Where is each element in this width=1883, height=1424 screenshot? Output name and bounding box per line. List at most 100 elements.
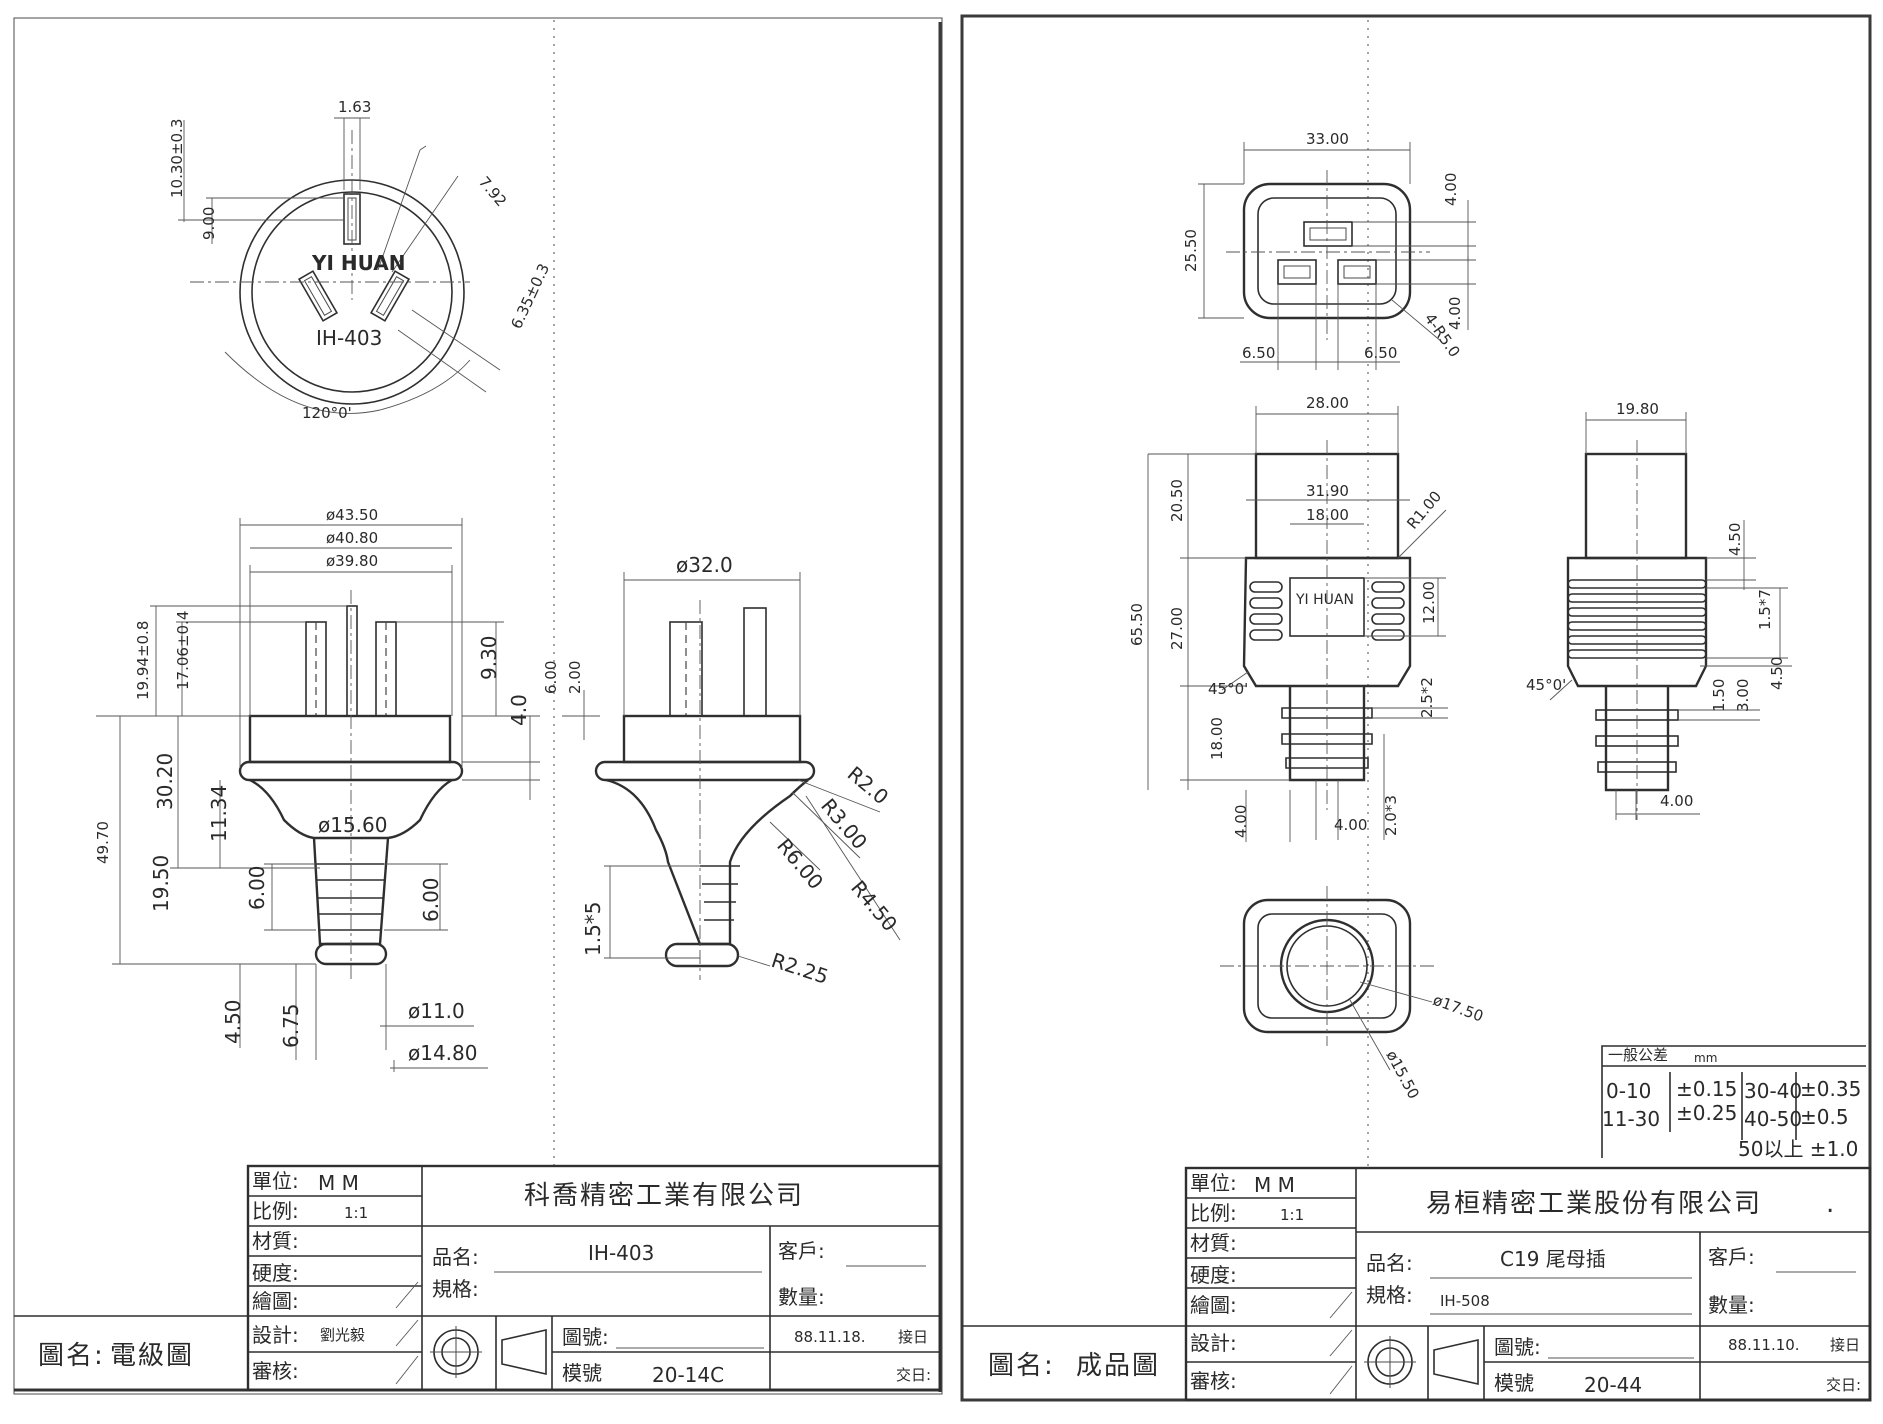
dim-label: 12.00 [1420, 581, 1438, 624]
face-marking-brand: YI HUAN [311, 251, 405, 275]
dim-label: 45°0' [1208, 680, 1248, 698]
dim-label: 6.50 [1364, 344, 1397, 362]
dim-label: 2.5*2 [1418, 677, 1436, 718]
tb-company: 科喬精密工業有限公司 [524, 1181, 804, 1211]
front-flange [238, 760, 464, 782]
dim-label: 17.06±0.4 [174, 611, 192, 690]
side-grip-ribs [700, 865, 740, 921]
tb-unit-value: M M [1254, 1173, 1295, 1197]
dim-label: 28.00 [1306, 394, 1349, 412]
dim-label: ø39.80 [326, 552, 378, 570]
projection-symbol-cone [1433, 1338, 1479, 1386]
dim-label: 6.75 [279, 1003, 303, 1048]
dim-label: 4.50 [1768, 657, 1786, 690]
tb-spec-label: 規格: [1366, 1283, 1413, 1307]
dim-label: 30.20 [153, 753, 177, 810]
dim-label: 4.50 [1726, 523, 1744, 556]
dim-label: ø40.80 [326, 529, 378, 547]
tb-mold-no-label: 模號 [1494, 1371, 1534, 1395]
front-pin-center [346, 605, 358, 717]
tolerance-table: 一般公差 mm 0-10 ±0.15 30-40 ±0.35 11-30 ±0.… [1601, 1045, 1866, 1161]
right-front-view: YI HUAN 28.00 [1128, 394, 1448, 842]
tb-unit-label: 單位: [1190, 1171, 1237, 1195]
dim-label: 1.5*5 [581, 901, 605, 956]
dim-label: R2.0 [843, 761, 893, 809]
tol-cell: 30-40 [1744, 1079, 1802, 1103]
dim-label: R6.00 [772, 834, 828, 894]
c19-front-right-ribs [1371, 581, 1405, 641]
side-body [622, 714, 802, 764]
projection-symbol-cone [501, 1328, 547, 1376]
c19-front-tail [1288, 686, 1366, 782]
dim-label: 20.50 [1168, 479, 1186, 522]
tb-quantity-label: 數量: [1708, 1293, 1755, 1317]
dim-label: 4.00 [1660, 792, 1693, 810]
tol-title: 一般公差 [1608, 1046, 1668, 1064]
dim-label: 10.30±0.3 [168, 119, 186, 198]
tb-product-value: C19 尾母插 [1500, 1247, 1606, 1271]
dim-label: ø15.50 [1382, 1047, 1422, 1101]
tb-scale-label: 比例: [1190, 1201, 1237, 1225]
tb-scale-value: 1:1 [344, 1204, 368, 1222]
dim-label: 3.00 [1734, 679, 1752, 712]
dim-label: ø14.80 [408, 1041, 478, 1065]
tb-customer-label: 客戶: [778, 1239, 825, 1263]
tb-drawing-name-label: 圖名: [988, 1351, 1055, 1381]
tb-hardness-label: 硬度: [1190, 1263, 1237, 1287]
tb-drawn-label: 繪圖: [252, 1289, 299, 1313]
tb-mold-no-value: 20-14C [652, 1363, 724, 1387]
dim-label: 9.30 [477, 635, 501, 680]
c19-side-top-body [1584, 452, 1688, 560]
dim-label: 19.50 [149, 855, 173, 912]
c19-slot-top [1303, 221, 1353, 247]
dim-label: ø11.0 [408, 999, 465, 1023]
tb-drawing-name-value: 電級圖 [110, 1341, 194, 1371]
tb-mold-no-value: 20-44 [1584, 1373, 1642, 1397]
dim-label: 120°0' [302, 404, 352, 422]
dim-label: R1.00 [1403, 487, 1445, 532]
dim-label: 4.0 [507, 694, 531, 726]
tb-drawing-no-label: 圖號: [1494, 1335, 1541, 1359]
tol-cell: ±0.5 [1800, 1105, 1849, 1129]
dim-label: 2.0*3 [1382, 795, 1400, 836]
tb-material-label: 材質: [1190, 1231, 1237, 1255]
face-marking-model: IH-403 [316, 326, 382, 350]
side-flange [594, 760, 816, 782]
tb-receive-label: 接日 [1830, 1336, 1860, 1354]
dim-label: 6.00 [542, 661, 560, 694]
dim-label: 1.5*7 [1756, 589, 1774, 630]
dim-label: ø15.60 [318, 813, 388, 837]
tb-product-label: 品名: [432, 1245, 479, 1269]
dim-label: R2.25 [768, 948, 831, 989]
right-title-block: 單位: M M 比例: 1:1 材質: 硬度: 繪圖: 設計: 審核: 易桓精密… [962, 1166, 1872, 1402]
tb-customer-label: 客戶: [1708, 1245, 1755, 1269]
front-neck [249, 778, 453, 840]
tol-extra: 50以上 ±1.0 [1738, 1137, 1858, 1161]
dim-label: 27.00 [1168, 607, 1186, 650]
tb-quantity-label: 數量: [778, 1285, 825, 1309]
tb-deliver-label: 交日: [896, 1366, 931, 1384]
dim-label: 18.00 [1306, 506, 1349, 524]
tb-drawing-name-label: 圖名: [38, 1341, 105, 1371]
tb-drawn-label: 繪圖: [1190, 1293, 1237, 1317]
left-side-view: ø32.0 R2.0 R3.00 R6.00 R4.50 1.5*5 R2.25 [581, 553, 902, 989]
dim-label: 6.00 [245, 865, 269, 910]
dim-label: 9.00 [200, 207, 218, 240]
c19-front-grip-body [1242, 556, 1412, 688]
c19-front-left-ribs [1249, 581, 1283, 641]
tol-cell: 11-30 [1602, 1107, 1660, 1131]
side-pin-right [743, 607, 767, 717]
left-front-view: ø43.50 ø40.80 ø39.80 19.94±0.8 17.06±0.4… [94, 506, 600, 1072]
tb-design-label: 設計: [1190, 1331, 1237, 1355]
tb-hardness-label: 硬度: [252, 1261, 299, 1285]
tb-drawing-no-label: 圖號: [562, 1325, 609, 1349]
dim-label: 7.92 [475, 173, 510, 210]
tb-date: 88.11.10. [1728, 1336, 1800, 1354]
dim-label: 33.00 [1306, 130, 1349, 148]
dim-label: R4.50 [846, 876, 902, 936]
front-body [248, 714, 452, 764]
face-right-pin [369, 270, 411, 322]
left-title-block: 單位: M M 比例: 1:1 材質: 硬度: 繪圖: 設計: 劉光毅 審核: … [14, 1164, 942, 1392]
tb-product-value: IH-403 [588, 1241, 654, 1265]
